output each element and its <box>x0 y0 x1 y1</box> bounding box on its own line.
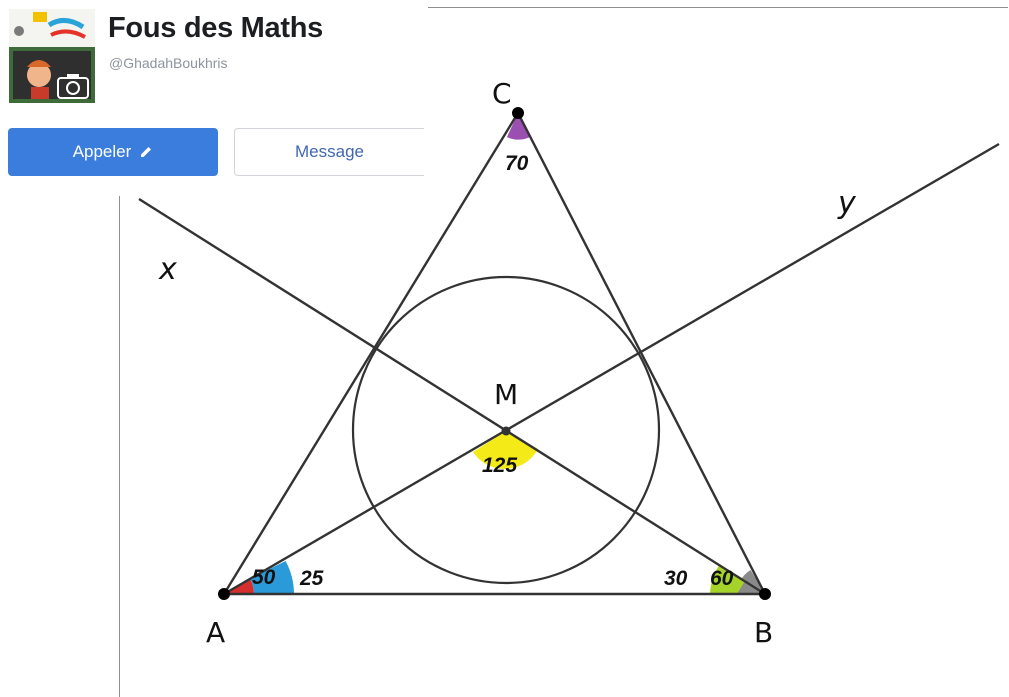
point-m <box>501 426 511 436</box>
angle-b-half-value: 30 <box>664 567 688 590</box>
label-c: C <box>492 77 512 110</box>
label-x: x <box>158 252 177 287</box>
angle-m-value: 125 <box>482 454 517 477</box>
profile-picture[interactable] <box>9 9 95 103</box>
page-handle[interactable]: @GhadahBoukhris <box>109 55 228 71</box>
angle-a-blue <box>249 561 294 594</box>
angle-b-gray <box>737 570 765 594</box>
angle-b-green <box>710 565 746 594</box>
angle-c-value: 70 <box>505 152 529 175</box>
line-x <box>138 197 766 596</box>
left-divider <box>119 196 120 697</box>
point-a <box>218 588 230 600</box>
point-c <box>512 107 524 119</box>
label-m: M <box>494 378 518 411</box>
incircle <box>351 275 661 585</box>
message-button[interactable]: Message <box>234 128 424 176</box>
call-button[interactable]: Appeler <box>8 128 218 176</box>
triangle-abc <box>221 110 767 596</box>
top-divider <box>428 7 1008 8</box>
page-title[interactable]: Fous des Maths <box>108 12 323 44</box>
line-y <box>223 142 1000 596</box>
label-b: B <box>754 616 773 649</box>
angle-b-full-value: 60 <box>710 567 734 590</box>
camera-icon[interactable] <box>57 73 89 99</box>
angle-c-purple <box>507 113 530 140</box>
label-a: A <box>206 616 225 649</box>
message-button-label: Message <box>295 142 364 161</box>
angle-a-full-value: 50 <box>252 566 276 589</box>
page-header: Fous des Maths @GhadahBoukhris Appeler M… <box>0 0 424 190</box>
point-b <box>759 588 771 600</box>
label-y: y <box>837 186 857 221</box>
pencil-icon <box>139 145 153 159</box>
angle-a-half-value: 25 <box>299 567 324 590</box>
call-button-label: Appeler <box>72 142 132 161</box>
